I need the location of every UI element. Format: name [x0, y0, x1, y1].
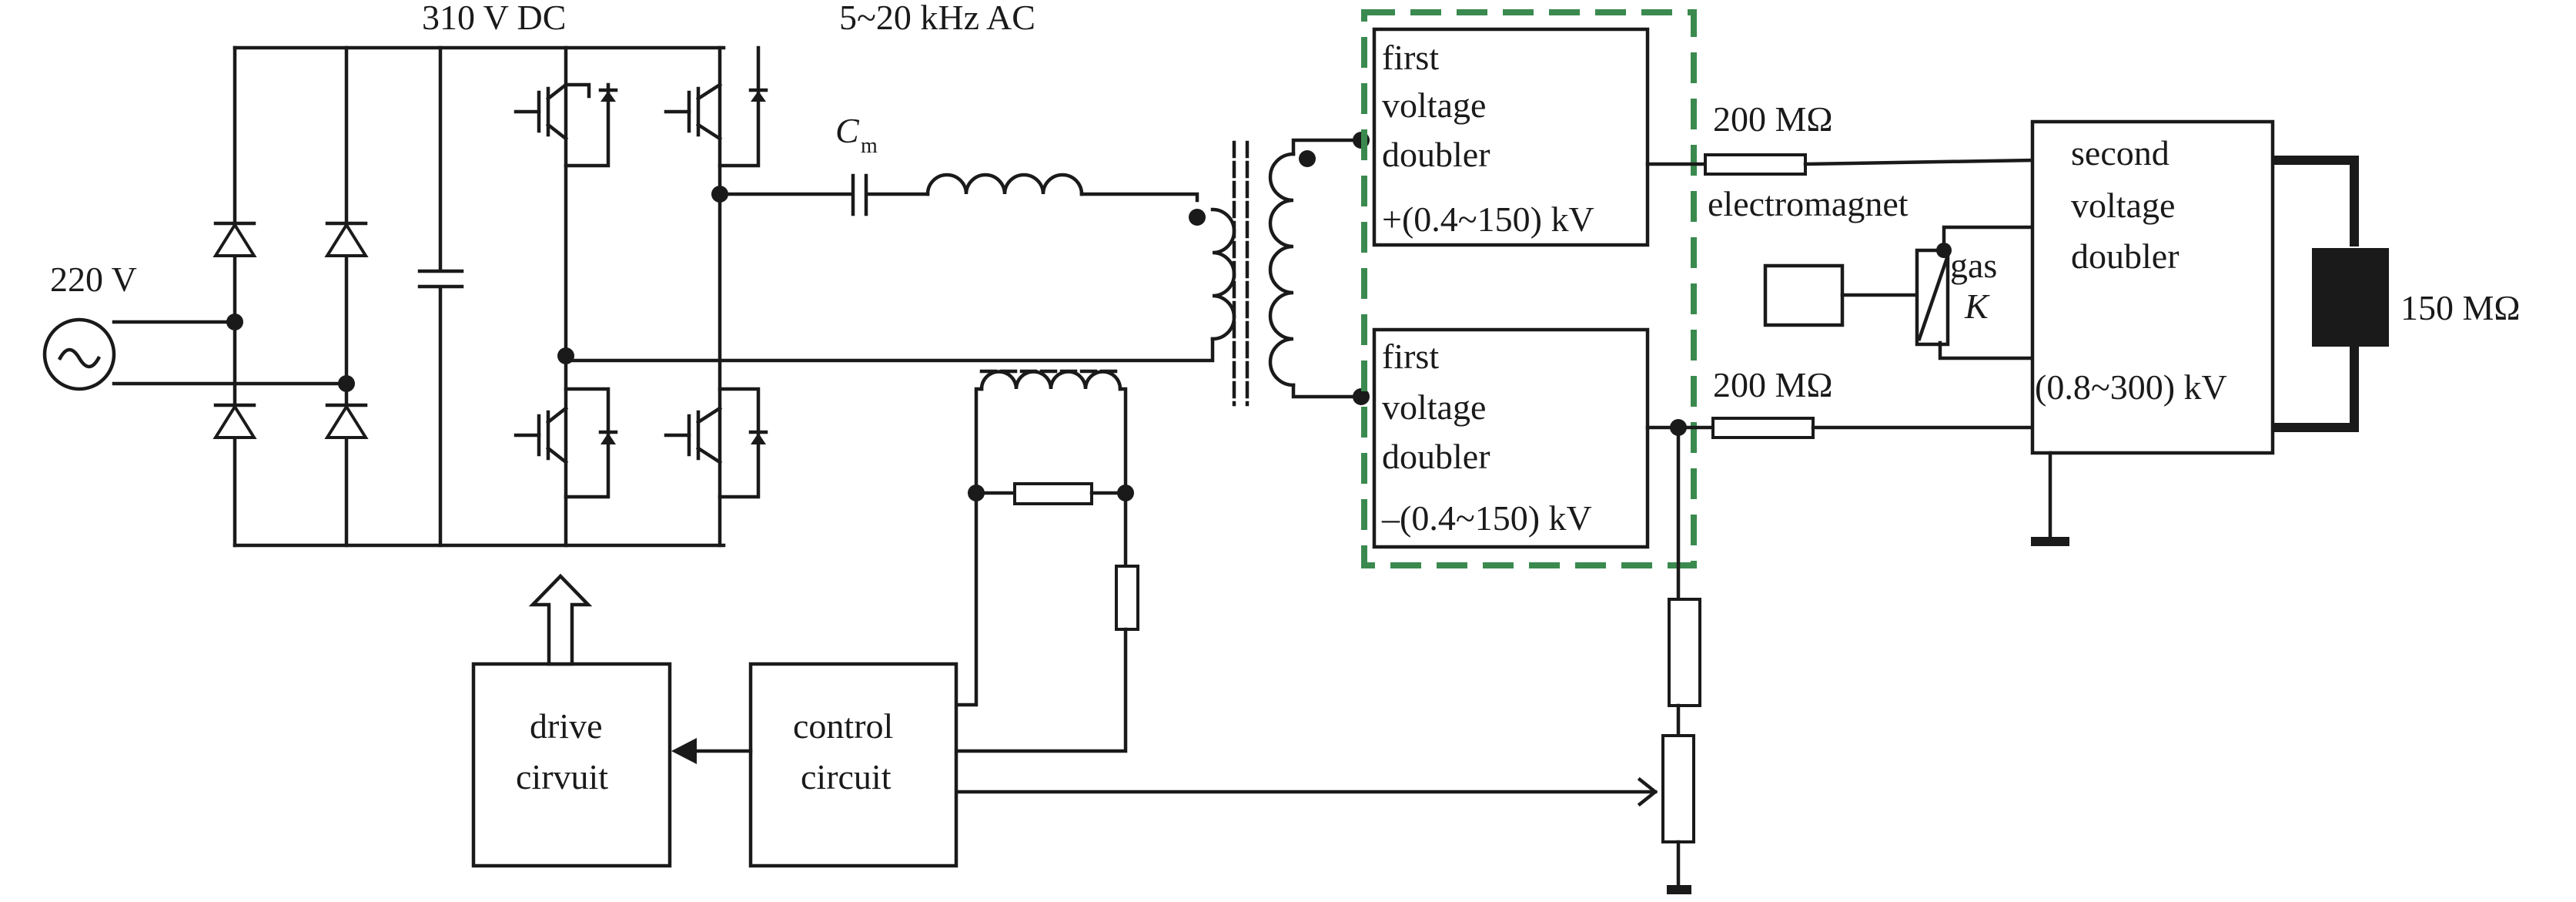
doubler-neg-line2: voltage	[1382, 387, 1486, 427]
diode-d1	[212, 221, 257, 257]
second-doubler-line4: (0.8~300) kV	[2035, 367, 2227, 407]
diode-d2	[212, 403, 257, 439]
doubler-pos-line3: doubler	[1382, 135, 1490, 174]
dc-bus-capacitor	[417, 45, 464, 548]
drive-to-inverter-arrow	[528, 573, 593, 666]
first-doubler-group-outline	[1361, 9, 1697, 568]
control-to-drive-arrow	[671, 738, 697, 764]
second-doubler-line1: second	[2071, 133, 2170, 173]
diode-d3	[324, 221, 369, 257]
ac-frequency-label: 5~20 kHz AC	[839, 0, 1035, 37]
second-doubler-line2: voltage	[2071, 186, 2175, 225]
igbt-q4	[664, 387, 768, 499]
switch-k-label: K	[1964, 287, 1990, 326]
doubler-pos-line4: +(0.4~150) kV	[1382, 200, 1594, 239]
drive-line2: cirvuit	[516, 757, 608, 796]
gas-label: gas	[1950, 246, 1997, 285]
inverter-bridge	[514, 45, 768, 548]
drive-circuit-block: drive cirvuit	[471, 662, 672, 868]
electromagnet-gas-switch	[1763, 225, 2035, 360]
res-neg-label: 200 MΩ	[1713, 365, 1833, 404]
second-voltage-doubler: second voltage doubler (0.8~300) kV	[2030, 119, 2275, 546]
current-transformer	[954, 369, 1139, 753]
control-line2: circuit	[801, 757, 892, 796]
control-circuit-block: control circuit	[748, 662, 958, 868]
doubler-neg-line1: first	[1382, 337, 1439, 376]
doubler-neg-line4: –(0.4~150) kV	[1381, 498, 1592, 538]
dc-bus-label: 310 V DC	[422, 0, 566, 37]
second-doubler-line3: doubler	[2071, 236, 2180, 276]
igbt-q2	[664, 45, 768, 168]
doubler-pos-line2: voltage	[1382, 86, 1486, 125]
voltage-divider	[954, 425, 1701, 894]
load-resistor	[2273, 156, 2389, 432]
ac-source	[42, 317, 349, 391]
igbt-q1	[514, 82, 618, 168]
resonant-capacitor-label: C	[835, 111, 860, 150]
hv-transformer	[564, 132, 1370, 407]
mains-voltage-label: 220 V	[50, 260, 137, 299]
load-label: 150 MΩ	[2400, 288, 2521, 327]
first-doubler-negative: first voltage doubler –(0.4~150) kV	[1372, 327, 1650, 549]
res-pos-label: 200 MΩ	[1713, 99, 1833, 139]
electromagnet-coil-box	[1763, 263, 1845, 327]
control-line1: control	[793, 706, 893, 746]
rectifier-bridge	[212, 45, 726, 548]
drive-line1: drive	[530, 706, 603, 746]
output-resistor-positive	[1645, 153, 2035, 176]
resonant-branch	[718, 173, 1199, 216]
doubler-neg-line3: doubler	[1382, 437, 1490, 476]
igbt-q3	[514, 387, 618, 499]
output-resistor-negative	[1645, 417, 2035, 439]
electromagnet-label: electromagnet	[1708, 184, 1909, 223]
diode-d4	[324, 403, 369, 439]
doubler-pos-line1: first	[1382, 38, 1439, 77]
first-doubler-positive: first voltage doubler +(0.4~150) kV	[1372, 27, 1650, 247]
resonant-capacitor-subscript: m	[861, 134, 878, 158]
